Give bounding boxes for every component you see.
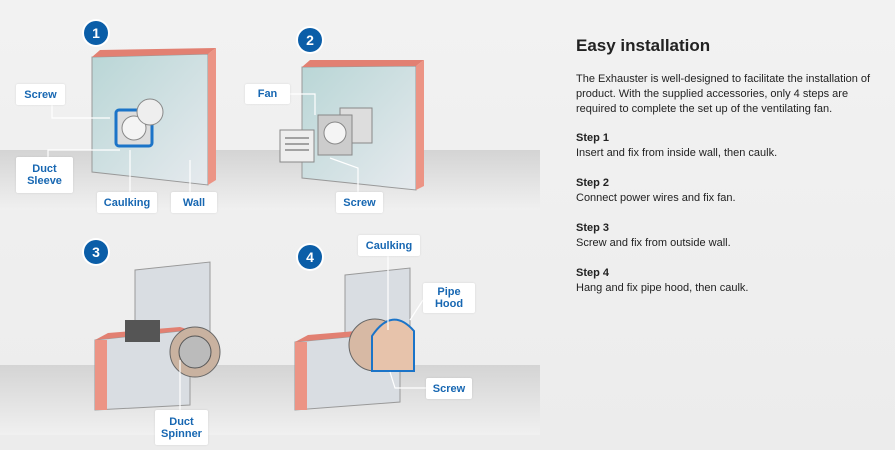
callout-wall: Wall bbox=[171, 192, 217, 213]
intro-paragraph: The Exhauster is well-designed to facili… bbox=[576, 73, 871, 115]
callout-screw-4: Screw bbox=[426, 378, 472, 399]
wall-step2 bbox=[279, 60, 424, 191]
step-2: Step 2 Connect power wires and fix fan. bbox=[576, 176, 891, 206]
wall-step4 bbox=[294, 267, 415, 411]
installation-illustration bbox=[0, 48, 540, 435]
callout-caulking-4: Caulking bbox=[358, 235, 420, 256]
step-3-badge: 3 bbox=[84, 240, 108, 264]
callout-screw-2: Screw bbox=[336, 192, 383, 213]
step-label: Step 2 bbox=[576, 177, 610, 189]
callout-screw-1: Screw bbox=[16, 84, 65, 105]
step-label: Step 3 bbox=[576, 222, 610, 234]
callout-duct-sleeve: Duct Sleeve bbox=[16, 157, 73, 193]
step-label: Step 1 bbox=[576, 132, 610, 144]
callout-fan: Fan bbox=[245, 84, 290, 104]
floor-1 bbox=[0, 150, 540, 210]
step-1: Step 1 Insert and fix from inside wall, t… bbox=[576, 131, 891, 161]
floor-2 bbox=[0, 365, 540, 435]
wall-step1 bbox=[91, 48, 216, 186]
step-4-badge: 4 bbox=[298, 245, 322, 269]
section-title: Easy installation bbox=[576, 36, 711, 55]
step-text: Connect power wires and fix fan. bbox=[576, 192, 736, 204]
callout-lines bbox=[47, 93, 428, 410]
step-text: Insert and fix from inside wall, then ca… bbox=[576, 147, 778, 159]
step-label: Step 4 bbox=[576, 267, 610, 279]
step-text: Hang and fix pipe hood, then caulk. bbox=[576, 282, 749, 294]
installation-text: Easy installation The Exhauster is well-… bbox=[576, 36, 891, 311]
callout-caulking-1: Caulking bbox=[97, 192, 157, 213]
callout-pipe-hood: Pipe Hood bbox=[423, 283, 475, 313]
callout-duct-spinner: Duct Spinner bbox=[155, 410, 208, 445]
wall-step3 bbox=[94, 261, 221, 411]
step-3: Step 3 Screw and fix from outside wall. bbox=[576, 221, 891, 251]
step-1-badge: 1 bbox=[84, 21, 108, 45]
step-2-badge: 2 bbox=[298, 28, 322, 52]
step-4: Step 4 Hang and fix pipe hood, then caulk… bbox=[576, 266, 891, 296]
step-text: Screw and fix from outside wall. bbox=[576, 237, 731, 249]
